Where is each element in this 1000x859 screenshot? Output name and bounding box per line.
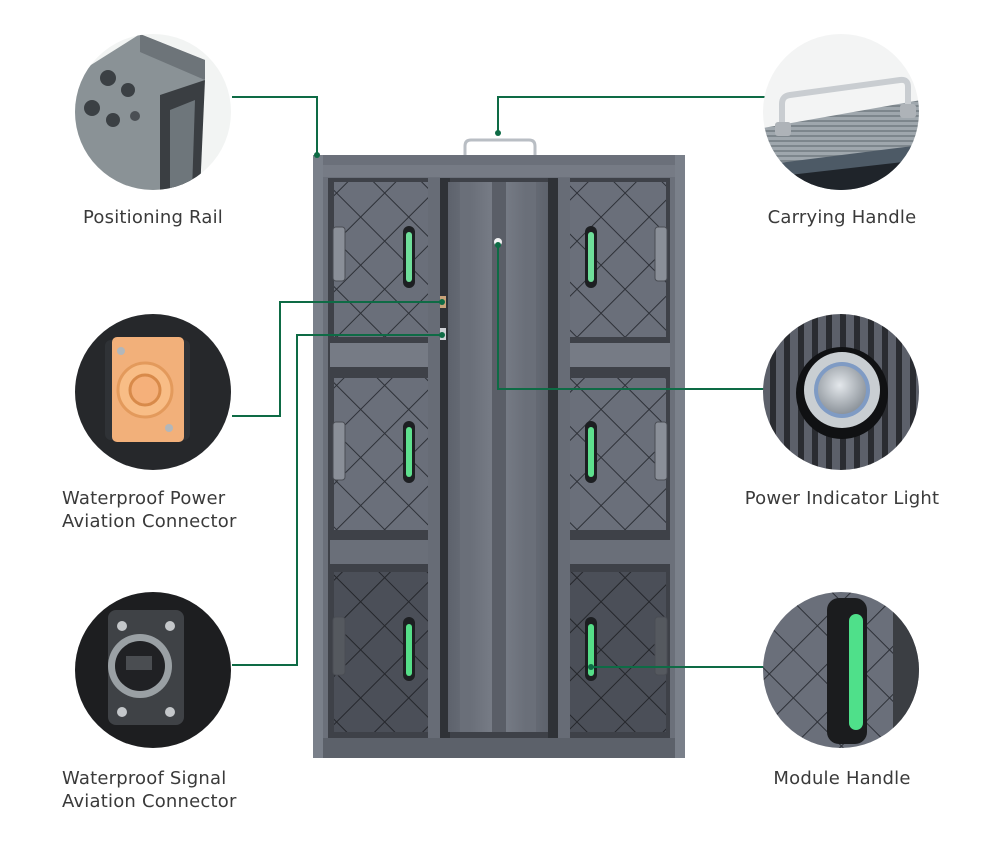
carrying-handle-photo [763, 34, 921, 192]
label-line: Waterproof Power [62, 488, 226, 509]
signal-connector-photo [75, 592, 233, 750]
power-indicator-photo [763, 314, 921, 472]
label-line: Carrying Handle [767, 207, 917, 228]
positioning-rail-photo [75, 34, 233, 192]
label-line: Aviation Connector [62, 791, 237, 812]
signal-connector-detail [75, 592, 231, 748]
top-handle [463, 138, 537, 158]
label-power-indicator: Power Indicator Light [735, 487, 949, 510]
module-handle-photo [763, 592, 921, 750]
power-indicator-detail [763, 314, 919, 470]
label-line: Module Handle [773, 768, 911, 789]
power-connector-photo [75, 314, 233, 472]
label-module-handle: Module Handle [752, 767, 932, 790]
leader-lines [232, 96, 765, 668]
positioning-rail-detail [75, 34, 231, 190]
label-signal-connector: Waterproof Signal Aviation Connector [62, 767, 237, 813]
label-positioning-rail: Positioning Rail [70, 206, 236, 229]
label-line: Power Indicator Light [744, 488, 940, 509]
power-connector-detail [75, 314, 231, 470]
label-carrying-handle: Carrying Handle [752, 206, 932, 229]
label-line: Positioning Rail [83, 207, 223, 228]
label-line: Waterproof Signal [62, 768, 227, 789]
label-power-connector: Waterproof Power Aviation Connector [62, 487, 237, 533]
label-line: Aviation Connector [62, 511, 237, 532]
